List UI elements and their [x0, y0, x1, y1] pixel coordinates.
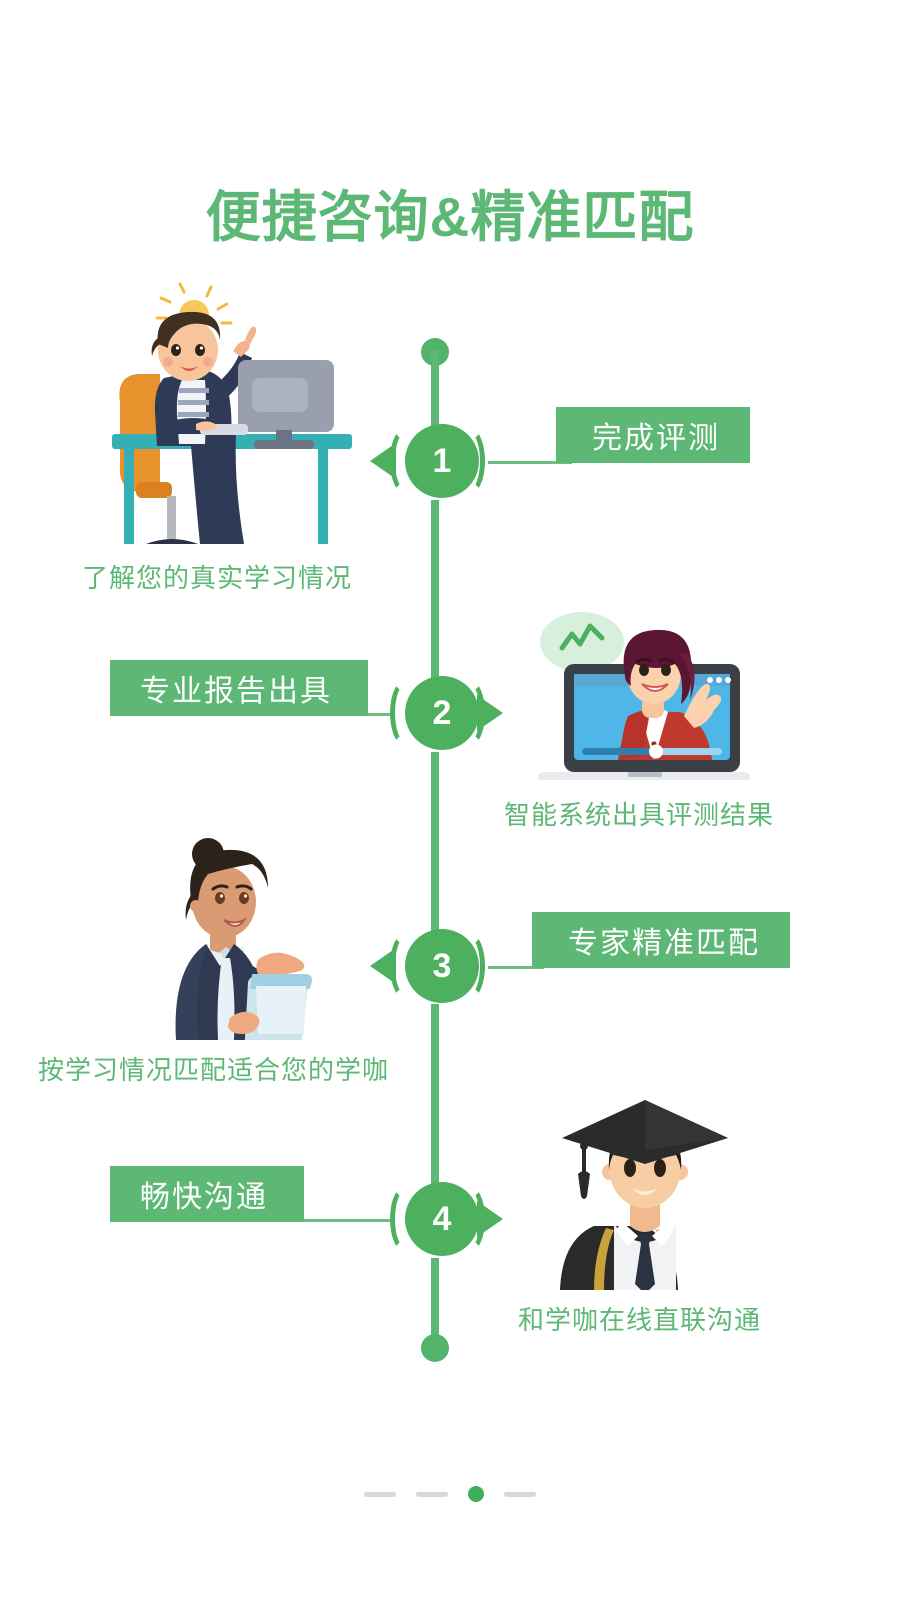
timeline-node-2[interactable]: 2 — [370, 672, 503, 756]
arc-right-decoration — [455, 428, 485, 494]
pagination-item-2[interactable] — [416, 1491, 448, 1497]
timeline-spine-segment — [431, 1258, 439, 1346]
timeline-node-4[interactable]: 4 — [370, 1178, 503, 1262]
pagination-indicator[interactable] — [0, 1486, 900, 1502]
pagination-item-1[interactable] — [364, 1491, 396, 1497]
step-caption-3: 按学习情况匹配适合您的学咖 — [38, 1055, 390, 1085]
timeline-spine-segment — [431, 1004, 439, 1196]
timeline-node-1[interactable]: 1 — [370, 420, 500, 504]
pagination-item-4[interactable] — [504, 1491, 536, 1497]
step-label-2[interactable]: 专业报告出具 — [110, 660, 368, 716]
timeline-node-3[interactable]: 3 — [370, 925, 500, 1009]
timeline-spine-segment — [431, 350, 439, 440]
connector-line-1 — [488, 461, 572, 464]
illustration-consultant-with-clipboard — [152, 832, 328, 1046]
step-caption-1: 了解您的真实学习情况 — [82, 563, 353, 593]
timeline-spine-segment — [431, 500, 439, 690]
pagination-item-3-active[interactable] — [468, 1486, 484, 1502]
arc-left-decoration — [390, 933, 420, 999]
illustration-laptop-video-call — [524, 604, 764, 780]
arc-left-decoration — [390, 680, 420, 746]
step-label-4[interactable]: 畅快沟通 — [110, 1166, 304, 1222]
step-label-1[interactable]: 完成评测 — [556, 407, 750, 463]
page-title: 便捷咨询&精准匹配 — [205, 186, 695, 248]
timeline-spine-segment — [431, 752, 439, 942]
arc-right-decoration — [455, 933, 485, 999]
arrow-right-icon — [477, 695, 503, 731]
step-label-3[interactable]: 专家精准匹配 — [532, 912, 790, 968]
step-caption-4: 和学咖在线直联沟通 — [518, 1305, 762, 1335]
illustration-graduate-student — [552, 1092, 738, 1294]
arc-left-decoration — [390, 428, 420, 494]
arc-left-decoration — [390, 1186, 420, 1252]
illustration-person-at-desk — [112, 282, 352, 546]
arrow-right-icon — [477, 1201, 503, 1237]
connector-line-3 — [488, 966, 544, 969]
connector-line-4 — [300, 1219, 390, 1222]
timeline-end-cap — [421, 1334, 449, 1362]
step-caption-2: 智能系统出具评测结果 — [504, 800, 775, 830]
